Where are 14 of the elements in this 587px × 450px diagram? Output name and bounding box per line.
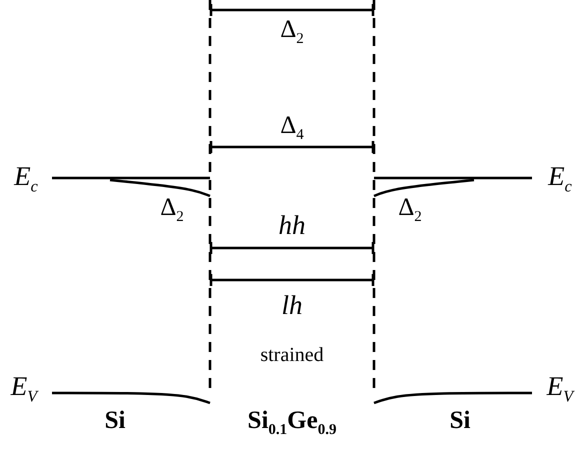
sige-layer-label: Si$_{0.1}$Ge$_{0.9}$ bbox=[248, 408, 336, 438]
silicon-layer-label: Si bbox=[450, 408, 470, 433]
valence-band-label: E$_{V}$ bbox=[10, 373, 38, 405]
light-hole-label: lh bbox=[282, 292, 302, 319]
valence-band-label: E$_{V}$ bbox=[546, 373, 574, 405]
silicon-layer-label: Si bbox=[104, 408, 126, 433]
delta-2-label: Δ$_{2}$ bbox=[398, 195, 422, 225]
heavy-hole-label: hh bbox=[278, 212, 306, 239]
conduction-band-label: E$_{c}$ bbox=[14, 163, 38, 195]
delta-2-label: Δ$_{2}$ bbox=[280, 17, 304, 47]
delta-4-label: Δ$_{4}$ bbox=[280, 113, 304, 143]
strained-label: strained bbox=[260, 345, 324, 365]
delta-2-label: Δ$_{2}$ bbox=[160, 195, 184, 225]
conduction-band-label: E$_{c}$ bbox=[548, 163, 572, 195]
